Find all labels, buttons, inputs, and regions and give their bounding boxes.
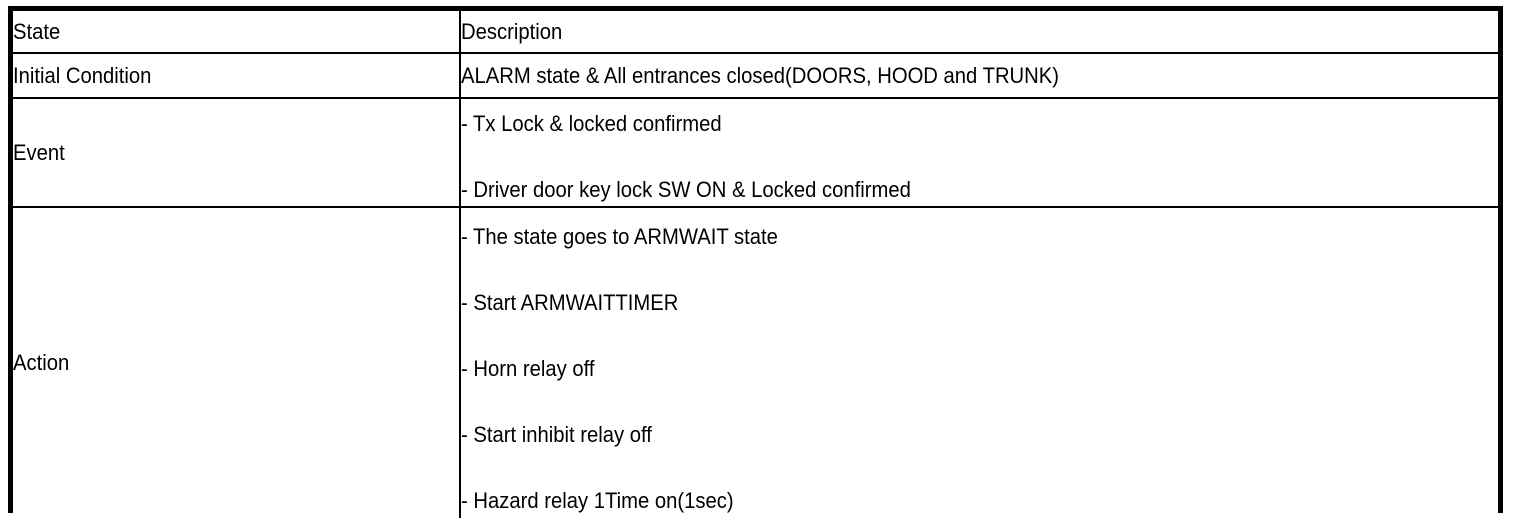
- header-label-description: Description: [461, 18, 563, 44]
- row-description-initial-condition: ALARM state & All entrances closed(DOORS…: [460, 53, 1498, 99]
- row-description-event: - Tx Lock & locked confirmed - Driver do…: [460, 98, 1498, 208]
- description-line: - Start ARMWAITTIMER: [461, 289, 679, 315]
- row-label-initial-condition: Initial Condition: [13, 53, 460, 99]
- table: State Description Initial Condition ALAR…: [13, 11, 1498, 518]
- table-row-initial-condition: Initial Condition ALARM state & All entr…: [13, 53, 1498, 99]
- state-transition-table: State Description Initial Condition ALAR…: [8, 6, 1503, 518]
- table-row-event: Event - Tx Lock & locked confirmed - Dri…: [13, 98, 1498, 208]
- row-label-text: Initial Condition: [13, 62, 152, 88]
- description-line-list: - The state goes to ARMWAIT state - Star…: [461, 213, 1498, 514]
- row-label-event: Event: [13, 98, 460, 208]
- description-line: - Hazard relay 1Time on(1sec): [461, 487, 734, 513]
- description-line: - Tx Lock & locked confirmed: [461, 110, 722, 136]
- row-label-action: Action: [13, 207, 460, 518]
- table-row-action: Action - The state goes to ARMWAIT state…: [13, 207, 1498, 518]
- description-line: - Driver door key lock SW ON & Locked co…: [461, 176, 911, 202]
- description-line: - Start inhibit relay off: [461, 421, 652, 447]
- description-line: ALARM state & All entrances closed(DOORS…: [461, 62, 1060, 88]
- description-line: - Horn relay off: [461, 355, 595, 381]
- row-label-text: Event: [13, 139, 65, 165]
- header-cell-description: Description: [460, 11, 1498, 54]
- row-label-text: Action: [13, 350, 70, 375]
- table-header-row: State Description: [13, 11, 1498, 54]
- description-line-list: - Tx Lock & locked confirmed - Driver do…: [461, 103, 1498, 203]
- header-cell-state: State: [13, 11, 460, 54]
- description-line: - The state goes to ARMWAIT state: [461, 223, 778, 249]
- row-description-action: - The state goes to ARMWAIT state - Star…: [460, 207, 1498, 518]
- header-label-state: State: [13, 18, 61, 44]
